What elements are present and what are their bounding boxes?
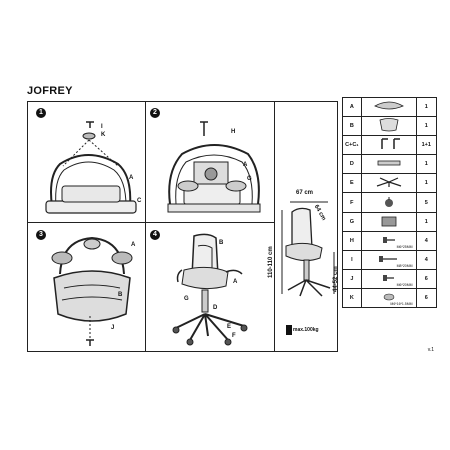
step-2-label-h: H xyxy=(231,129,236,135)
base-icon xyxy=(360,173,417,194)
table-row: C+C₁ 1+1 xyxy=(342,135,438,156)
step-4-label-a: A xyxy=(233,279,238,285)
part-spec: M6*20MM xyxy=(396,282,413,287)
part-spec: M6*16*1.5MM xyxy=(390,302,413,307)
part-letter: K xyxy=(342,287,362,309)
caster-icon xyxy=(360,192,417,213)
table-row: G 1 xyxy=(342,211,438,232)
step-3-label-j: J xyxy=(111,325,115,331)
divider-step-dimensions xyxy=(274,102,275,351)
part-qty: 6 xyxy=(415,287,438,309)
part-qty: 1+1 xyxy=(415,135,438,156)
bolt-icon: M6*25MM xyxy=(360,230,417,251)
version-label: v.1 xyxy=(427,347,434,353)
backrest-icon xyxy=(360,96,417,118)
part-qty: 6 xyxy=(415,268,438,289)
step-1-label-a: A xyxy=(129,175,134,181)
step-3-label-b: B xyxy=(118,292,123,298)
part-letter: A xyxy=(342,96,362,118)
table-row: D 1 xyxy=(342,154,438,175)
part-letter: E xyxy=(342,173,362,194)
product-title: JOFREY xyxy=(27,85,73,97)
part-qty: 5 xyxy=(415,192,438,213)
dimension-height: 110-110 cm xyxy=(268,246,274,278)
step-1-label-c: C xyxy=(137,198,142,204)
mechanism-icon xyxy=(360,211,417,232)
table-row: A 1 xyxy=(342,96,438,118)
table-row: F 5 xyxy=(342,192,438,213)
table-row: I M8*20MM 4 xyxy=(342,249,438,270)
part-letter: G xyxy=(342,211,362,232)
washer-icon: M6*16*1.5MM xyxy=(360,287,417,309)
divider-horizontal-left xyxy=(28,222,145,223)
step-1-badge: 1 xyxy=(36,108,46,118)
dimensions-chair-drawing xyxy=(281,201,335,297)
step-4-label-b: B xyxy=(219,240,224,246)
part-qty: 4 xyxy=(415,230,438,251)
max-load-label: max.100kg xyxy=(293,327,319,333)
part-qty: 1 xyxy=(415,173,438,194)
armrest-icon xyxy=(360,135,417,156)
part-letter: C+C₁ xyxy=(342,135,362,156)
step-3-drawing xyxy=(51,236,133,346)
divider-vertical xyxy=(145,102,146,351)
step-2-drawing xyxy=(167,121,261,213)
part-letter: H xyxy=(342,230,362,251)
table-row: J M6*20MM 6 xyxy=(342,268,438,289)
dimension-width: 67 cm xyxy=(296,190,314,196)
part-qty: 1 xyxy=(415,116,438,137)
step-2-label-g: G xyxy=(247,176,252,182)
divider-horizontal-right xyxy=(145,222,274,223)
part-qty: 1 xyxy=(415,96,438,118)
table-row: B 1 xyxy=(342,116,438,137)
step-4-label-g: G xyxy=(184,296,189,302)
step-4-label-d: D xyxy=(213,305,218,311)
gas-lift-icon xyxy=(360,154,417,175)
assembly-steps-frame: 1 2 3 4 I K A C H A G xyxy=(27,101,338,352)
step-4-label-f: F xyxy=(232,333,236,339)
part-letter: J xyxy=(342,268,362,289)
step-1-drawing xyxy=(45,121,137,214)
table-row: H M6*25MM 4 xyxy=(342,230,438,251)
part-letter: I xyxy=(342,249,362,270)
step-3-label-a: A xyxy=(131,242,136,248)
step-4-drawing xyxy=(172,233,248,346)
bolt-icon: M6*20MM xyxy=(360,268,417,289)
step-2-label-a: A xyxy=(243,162,248,168)
step-4-label-e: E xyxy=(227,324,232,330)
dimension-seat-height: 44-52 cm xyxy=(333,266,339,292)
seat-icon xyxy=(360,116,417,137)
table-row: E 1 xyxy=(342,173,438,194)
part-qty: 4 xyxy=(415,249,438,270)
part-qty: 1 xyxy=(415,154,438,175)
part-letter: B xyxy=(342,116,362,137)
part-spec: M8*20MM xyxy=(396,263,413,268)
table-row: K M6*16*1.5MM 6 xyxy=(342,287,438,309)
weight-icon xyxy=(286,325,292,335)
step-3-badge: 3 xyxy=(36,230,46,240)
part-letter: D xyxy=(342,154,362,175)
bolt-icon: M8*20MM xyxy=(360,249,417,270)
part-letter: F xyxy=(342,192,362,213)
step-1-label-i: I xyxy=(101,124,103,130)
part-spec: M6*25MM xyxy=(396,244,413,249)
step-4-badge: 4 xyxy=(150,230,160,240)
step-1-label-k: K xyxy=(101,132,106,138)
step-2-badge: 2 xyxy=(150,108,160,118)
parts-table: A 1 B 1 C+C₁ 1+1 D 1 E 1 F 5 xyxy=(342,96,438,309)
part-qty: 1 xyxy=(415,211,438,232)
